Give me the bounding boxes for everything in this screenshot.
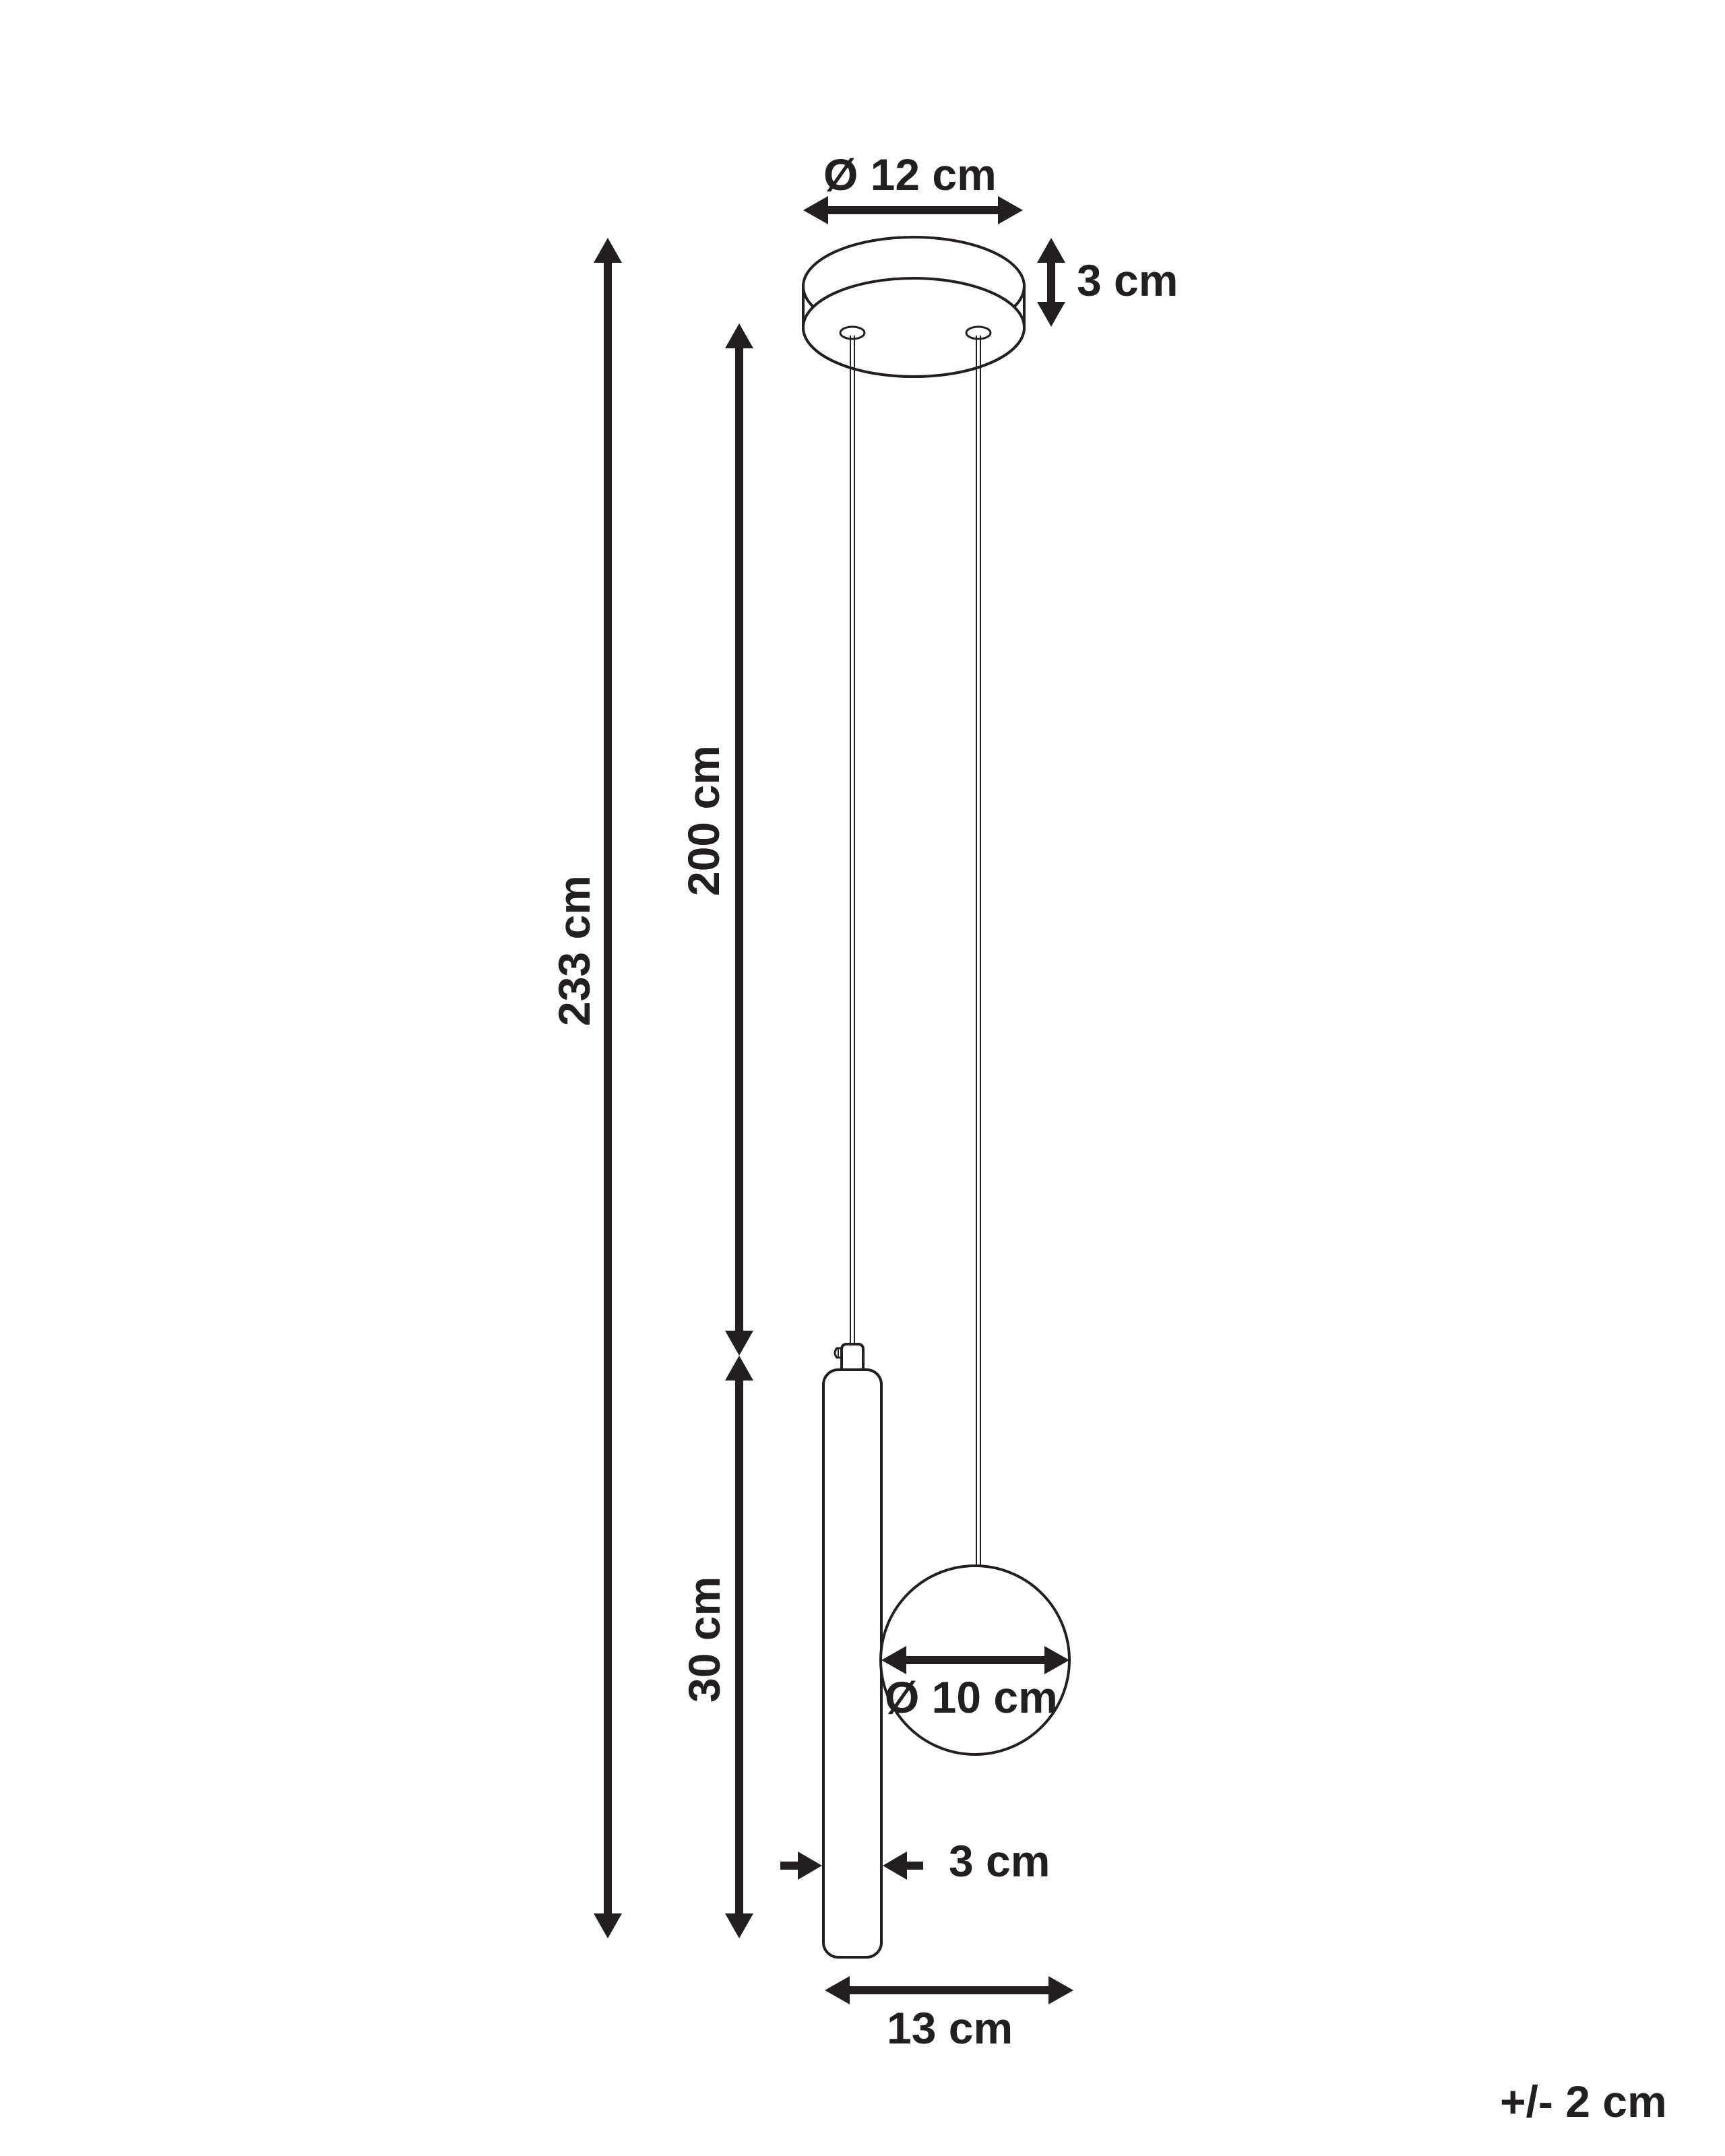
total-width-dimension: 13 cm bbox=[825, 1976, 1073, 2053]
total-height-label: 233 cm bbox=[549, 875, 599, 1026]
total-width-label: 13 cm bbox=[887, 2003, 1013, 2053]
canopy-height-dimension: 3 cm bbox=[1037, 238, 1178, 327]
cord-length-dimension: 200 cm bbox=[679, 323, 753, 1356]
cord-hole-left bbox=[839, 325, 866, 340]
globe-diameter-label: Ø 10 cm bbox=[885, 1672, 1058, 1722]
tolerance-note: +/- 2 cm bbox=[1500, 2076, 1667, 2126]
tube-set-screw bbox=[834, 1347, 842, 1359]
suspension-cords bbox=[850, 336, 981, 1566]
tube-shade bbox=[822, 1343, 883, 1959]
canopy-height-label: 3 cm bbox=[1077, 255, 1178, 305]
tube-cap bbox=[840, 1343, 865, 1371]
tube-width-dimension: 3 cm bbox=[780, 1836, 1050, 1886]
tube-height-label: 30 cm bbox=[679, 1577, 729, 1703]
total-height-dimension: 233 cm bbox=[549, 238, 622, 1938]
ceiling-canopy bbox=[802, 236, 1026, 378]
globe-diameter-dimension: Ø 10 cm bbox=[881, 1646, 1069, 1722]
tube-height-dimension: 30 cm bbox=[679, 1356, 753, 1938]
tube-width-label: 3 cm bbox=[949, 1836, 1050, 1886]
canopy-diameter-dimension: Ø 12 cm bbox=[803, 150, 1023, 224]
cord-hole-right bbox=[965, 325, 992, 340]
canopy-diameter-label: Ø 12 cm bbox=[823, 150, 997, 199]
cord-length-label: 200 cm bbox=[679, 745, 728, 896]
tube-body bbox=[822, 1368, 883, 1959]
